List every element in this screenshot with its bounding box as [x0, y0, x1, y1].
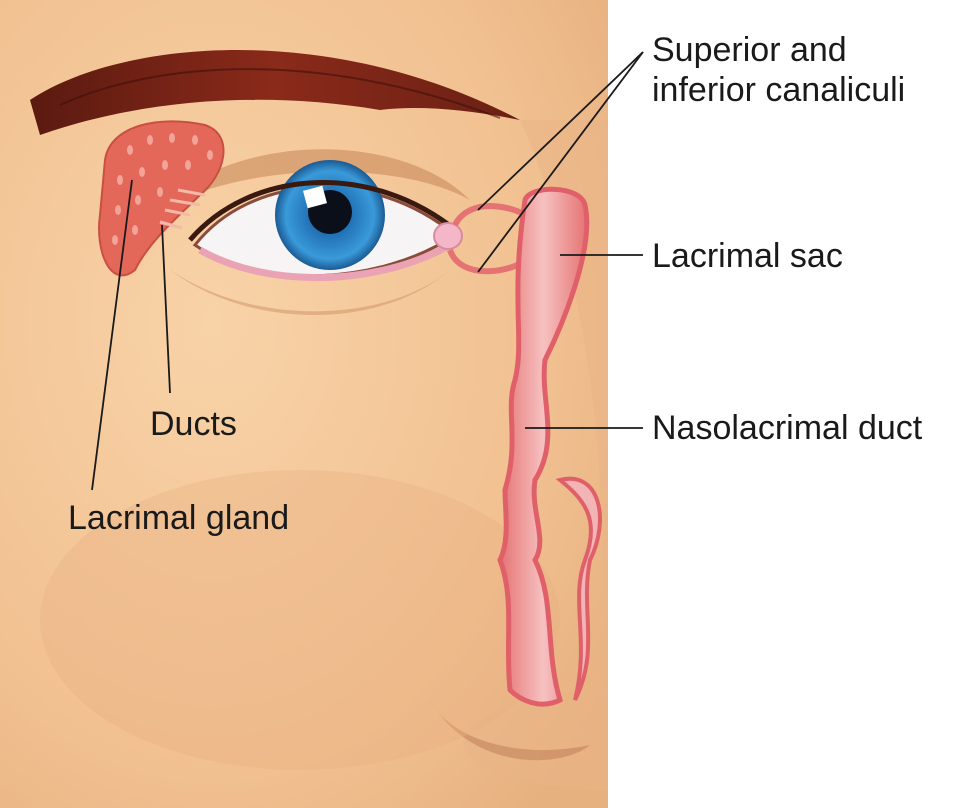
label-canaliculi: Superior and inferior canaliculi — [652, 30, 905, 110]
label-lacrimal-sac: Lacrimal sac — [652, 236, 843, 276]
caruncle — [434, 223, 462, 249]
label-lacrimal-gland: Lacrimal gland — [68, 498, 289, 538]
label-canaliculi-line1: Superior and — [652, 30, 905, 70]
label-canaliculi-line2: inferior canaliculi — [652, 70, 905, 110]
label-nasolacrimal-duct: Nasolacrimal duct — [652, 408, 922, 448]
label-ducts: Ducts — [150, 404, 237, 444]
